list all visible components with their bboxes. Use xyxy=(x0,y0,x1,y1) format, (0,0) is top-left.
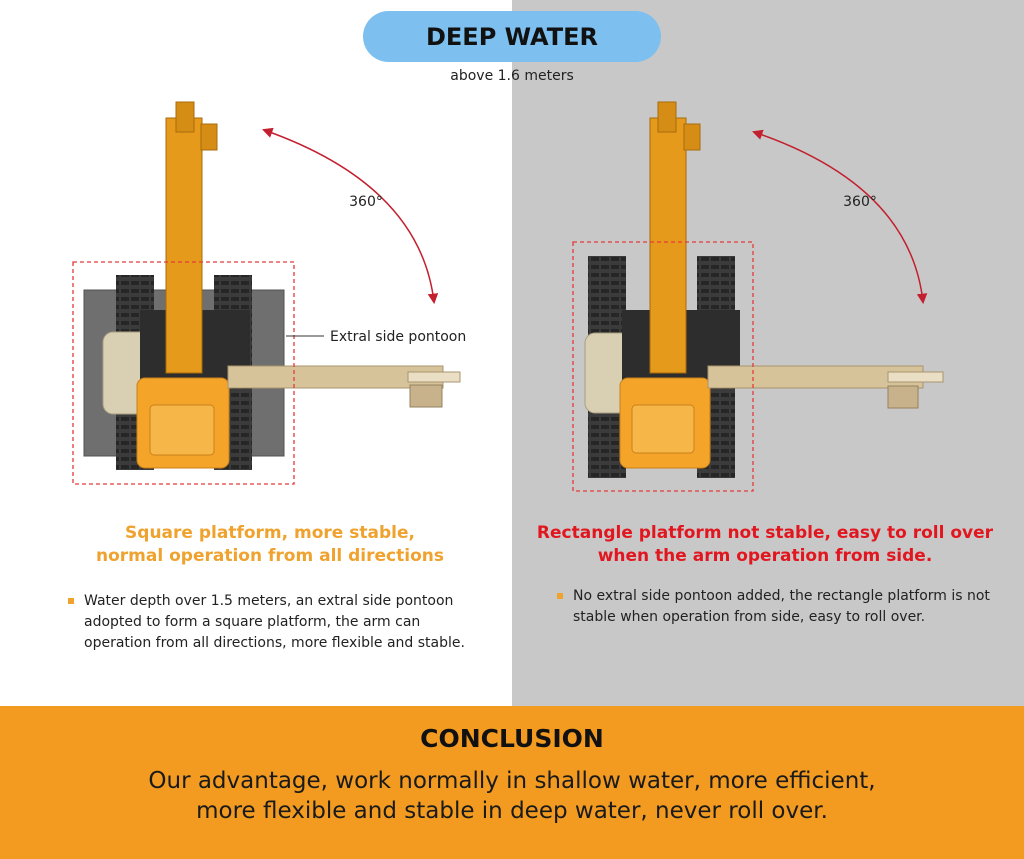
left-excavator-diagram: 360° Extral side pontoon xyxy=(72,101,466,485)
right-heading: Rectangle platform not stable, easy to r… xyxy=(530,522,1000,568)
conclusion-line-1: Our advantage, work normally in shallow … xyxy=(148,768,876,794)
right-cab-window xyxy=(631,404,695,454)
right-bullet-text: No extral side pontoon added, the rectan… xyxy=(573,588,990,625)
right-bullet: No extral side pontoon added, the rectan… xyxy=(557,586,997,628)
conclusion-line-2: more flexible and stable in deep water, … xyxy=(196,798,828,824)
right-boom xyxy=(649,117,687,374)
right-heading-line-2: when the arm operation from side. xyxy=(597,546,933,566)
left-boom xyxy=(165,117,203,374)
conclusion-title: CONCLUSION xyxy=(420,724,604,753)
left-arm-tip xyxy=(407,371,461,383)
right-heading-line-1: Rectangle platform not stable, easy to r… xyxy=(536,523,994,543)
page-title: DEEP WATER xyxy=(425,22,598,51)
left-rotation-label: 360° xyxy=(349,194,383,210)
left-boom-tip xyxy=(175,101,195,133)
left-bucket xyxy=(200,123,218,151)
right-rotation-arrow xyxy=(752,129,928,305)
left-rotation-arrow xyxy=(262,127,439,305)
right-boom-tip xyxy=(657,101,677,133)
right-bucket xyxy=(683,123,701,151)
right-rectangle-platform-outline xyxy=(572,241,754,492)
conclusion-bar xyxy=(0,706,1024,859)
left-bullet-text: Water depth over 1.5 meters, an extral s… xyxy=(84,593,465,651)
left-cab-window xyxy=(149,404,215,456)
left-square-platform-outline xyxy=(72,261,295,485)
right-excavator-diagram: 360° xyxy=(572,101,944,492)
depth-subtitle: above 1.6 meters xyxy=(450,68,574,84)
right-arm-tip xyxy=(887,371,944,383)
right-arm-bucket xyxy=(887,385,919,409)
left-heading: Square platform, more stable, normal ope… xyxy=(60,522,480,568)
bullet-square-icon xyxy=(68,598,74,604)
conclusion-text: Our advantage, work normally in shallow … xyxy=(0,766,1024,826)
pontoon-label: Extral side pontoon xyxy=(330,329,466,345)
left-bullet: Water depth over 1.5 meters, an extral s… xyxy=(68,591,488,654)
right-rotation-label: 360° xyxy=(843,194,877,210)
deep-water-title-pill: DEEP WATER xyxy=(363,11,661,62)
left-arm-bucket xyxy=(409,384,443,408)
left-heading-line-2: normal operation from all directions xyxy=(96,546,444,566)
bullet-square-icon xyxy=(557,593,563,599)
left-heading-line-1: Square platform, more stable, xyxy=(125,523,415,543)
excavator-scenes: 360° Extral side pontoon 360° xyxy=(72,101,944,492)
